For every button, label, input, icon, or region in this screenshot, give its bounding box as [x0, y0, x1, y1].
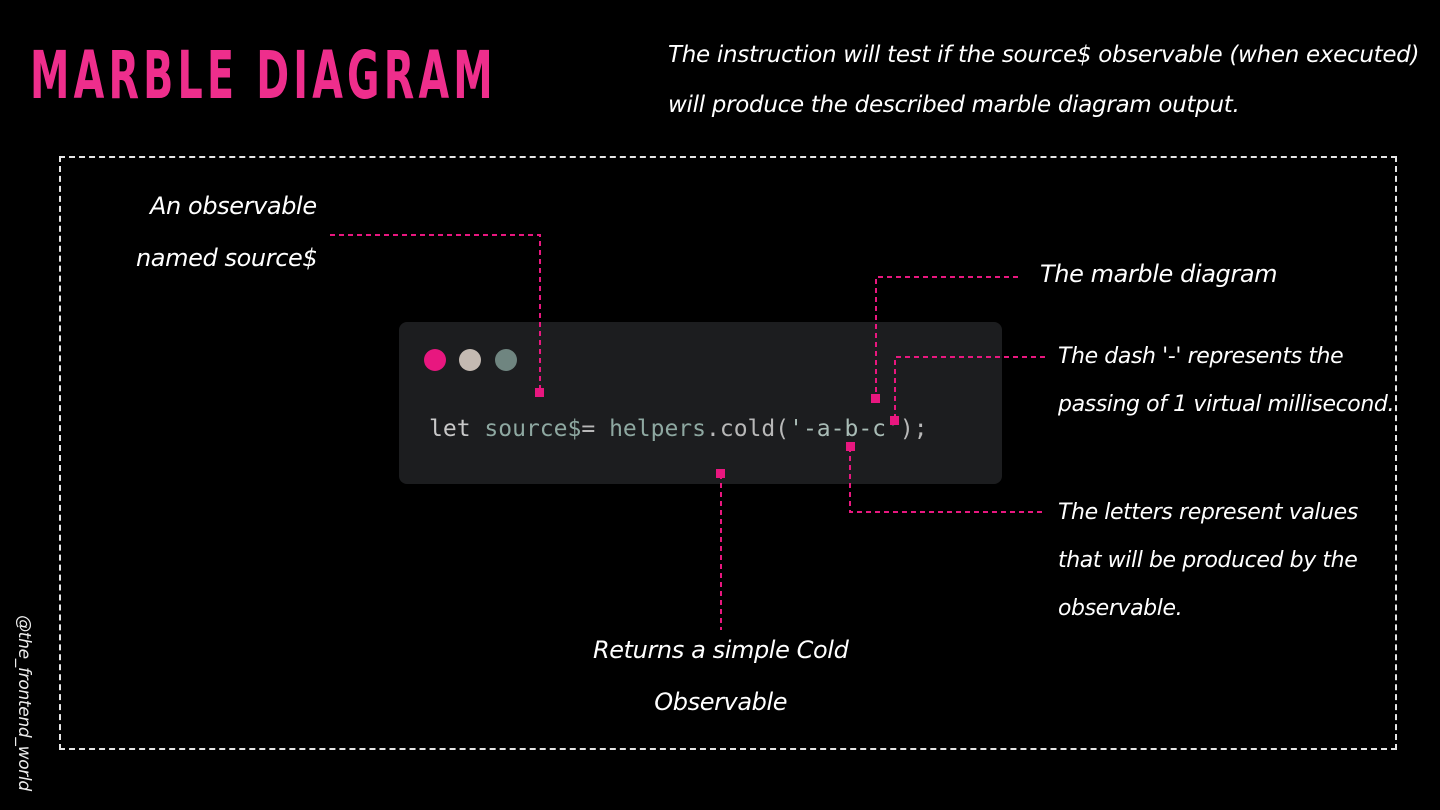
- window-minimize-dot-icon: [459, 349, 481, 371]
- label-line: Observable: [654, 688, 788, 716]
- code-object: helpers: [609, 416, 706, 442]
- label-observable-name: An observable named source$: [136, 180, 318, 284]
- intro-line: will produce the described marble diagra…: [668, 92, 1240, 118]
- label-line: observable.: [1058, 596, 1183, 621]
- code-end: );: [899, 416, 928, 442]
- code-variable: source$: [484, 416, 582, 442]
- author-handle-text: @the_frontend_world: [14, 615, 34, 791]
- code-assign: =: [581, 416, 596, 442]
- code-window: let source$= helpers.cold('-a-b-c');: [399, 322, 1002, 484]
- label-line: Returns a simple Cold: [593, 636, 849, 664]
- label-line: The letters represent values: [1058, 500, 1358, 525]
- label-letters: The letters represent values that will b…: [1058, 489, 1358, 633]
- page-title: MARBLE DIAGRAM: [30, 37, 497, 114]
- label-line: An observable: [150, 192, 317, 220]
- window-maximize-dot-icon: [495, 349, 517, 371]
- label-line: named source$: [136, 244, 318, 272]
- code-string: '-a-b-c': [789, 416, 900, 442]
- intro-text: The instruction will test if the source$…: [668, 30, 1428, 130]
- code-line: let source$= helpers.cold('-a-b-c');: [429, 414, 928, 444]
- dashed-frame: [59, 156, 1397, 750]
- label-line: that will be produced by the: [1058, 548, 1358, 573]
- label-cold-observable: Returns a simple Cold Observable: [593, 624, 849, 728]
- label-line: The marble diagram: [1040, 260, 1278, 288]
- label-dash: The dash '-' represents the passing of 1…: [1058, 333, 1394, 429]
- author-handle: @the_frontend_world: [6, 604, 36, 804]
- label-line: The dash '-' represents the: [1058, 344, 1344, 369]
- label-line: passing of 1 virtual millisecond.: [1058, 392, 1395, 417]
- label-marble-diagram: The marble diagram: [1040, 248, 1278, 300]
- window-close-dot-icon: [424, 349, 446, 371]
- code-method: .cold(: [706, 416, 790, 442]
- intro-line: The instruction will test if the source$…: [668, 42, 1420, 68]
- code-keyword: let: [429, 416, 471, 442]
